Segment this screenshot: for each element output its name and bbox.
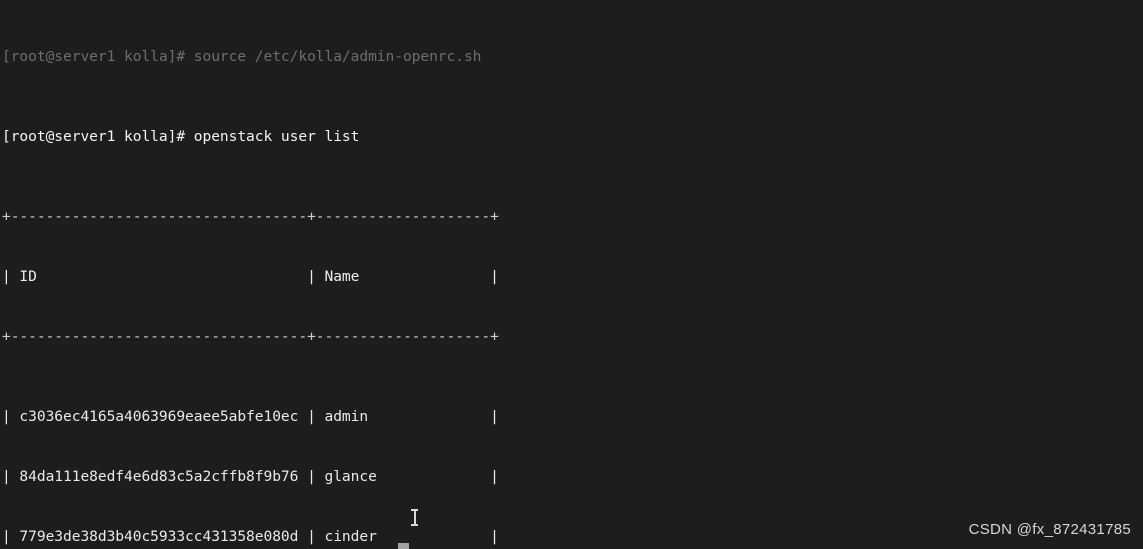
user-table-rule-top: +----------------------------------+----… <box>2 208 499 225</box>
clipped-previous-command: [root@server1 kolla]# source /etc/kolla/… <box>2 48 482 65</box>
table-row: | c3036ec4165a4063969eaee5abfe10ec | adm… <box>2 408 499 425</box>
user-table-rule-mid: +----------------------------------+----… <box>2 328 499 345</box>
table-row: | 779e3de38d3b40c5933cc431358e080d | cin… <box>2 528 499 545</box>
user-table-header: | ID | Name | <box>2 268 499 285</box>
mouse-pointer-block-icon <box>398 543 409 549</box>
table-row: | 84da111e8edf4e6d83c5a2cffb8f9b76 | gla… <box>2 468 499 485</box>
terminal-output[interactable]: [root@server1 kolla]# source /etc/kolla/… <box>2 0 603 549</box>
command-line-user-list: [root@server1 kolla]# openstack user lis… <box>2 128 360 145</box>
csdn-watermark: CSDN @fx_872431785 <box>968 521 1131 538</box>
